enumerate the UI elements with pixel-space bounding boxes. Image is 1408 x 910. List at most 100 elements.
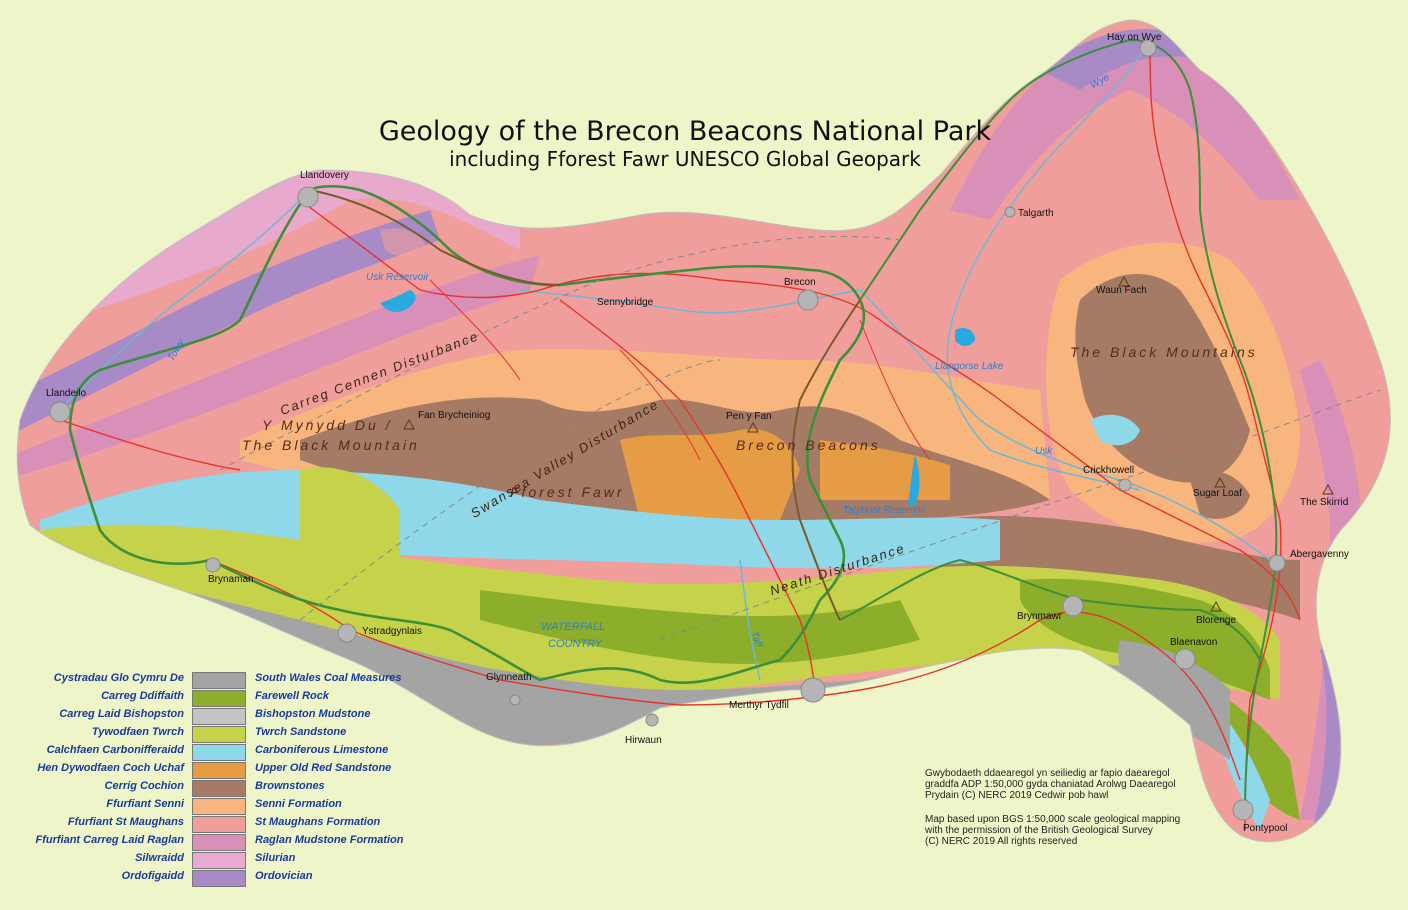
- town-label: Llandovery: [300, 170, 349, 181]
- legend-welsh: Ffurfiant Senni: [106, 798, 184, 810]
- town-label: Brecon: [784, 277, 816, 288]
- legend-english: South Wales Coal Measures: [255, 672, 402, 684]
- town-label: Crickhowell: [1083, 465, 1135, 476]
- legend-welsh: Carreg Laid Bishopston: [59, 708, 184, 720]
- legend-swatch: [192, 708, 246, 725]
- summit-label: Waun Fach: [1096, 285, 1147, 296]
- town-label: Abergavenny: [1290, 549, 1349, 560]
- legend-swatch: [192, 744, 246, 761]
- legend-welsh: Calchfaen Carbonifferaidd: [46, 744, 184, 756]
- water-label: Usk Reservoir: [366, 272, 429, 283]
- legend-english: St Maughans Formation: [255, 816, 381, 828]
- map-subtitle: including Fforest Fawr UNESCO Global Geo…: [449, 147, 921, 171]
- town-label: Hay on Wye: [1107, 32, 1162, 43]
- legend-welsh: Silwraidd: [135, 852, 184, 864]
- town-label: Blaenavon: [1170, 637, 1218, 648]
- town-marker: [645, 713, 659, 727]
- legend-swatch: [192, 798, 246, 815]
- summit-marker: [403, 418, 415, 430]
- town-label: Brynaman: [208, 574, 254, 585]
- town-label: Llandeilo: [46, 388, 87, 399]
- summit-marker: [1118, 275, 1130, 287]
- summit-label: Sugar Loaf: [1193, 488, 1242, 499]
- town-marker: [1268, 554, 1286, 572]
- summit-marker: [747, 421, 759, 433]
- legend-english: Raglan Mudstone Formation: [255, 834, 404, 846]
- town-marker: [205, 557, 221, 573]
- legend-welsh: Tywodfaen Twrch: [91, 726, 184, 738]
- credit-line: Map based upon BGS 1:50,000 scale geolog…: [925, 814, 1181, 825]
- legend-english: Upper Old Red Sandstone: [255, 762, 392, 774]
- town-marker: [297, 186, 319, 208]
- water-label: Usk: [1035, 446, 1053, 457]
- town-label: Hirwaun: [625, 735, 662, 746]
- credit-welsh: Gwybodaeth ddaearegol yn seiliedig ar fa…: [925, 768, 1195, 801]
- legend-english: Farewell Rock: [255, 690, 329, 702]
- legend-welsh: Cerrig Cochion: [104, 780, 184, 792]
- legend-welsh: Ffurfiant Carreg Laid Raglan: [35, 834, 184, 846]
- legend-swatch: [192, 852, 246, 869]
- legend-swatch: [192, 870, 246, 887]
- legend-welsh: Ordofigaidd: [121, 870, 184, 882]
- legend-swatch: [192, 816, 246, 833]
- water-label: Talybont Reservoir: [843, 505, 927, 516]
- town-label: Glynneath: [486, 672, 532, 683]
- legend-welsh: Hen Dywodfaen Coch Uchaf: [37, 762, 184, 774]
- legend-english: Twrch Sandstone: [255, 726, 347, 738]
- town-marker: [1174, 648, 1196, 670]
- legend-swatch: [192, 780, 246, 797]
- legend-swatch: [192, 834, 246, 851]
- legend-english: Ordovician: [255, 870, 313, 882]
- credit-line: with the permission of the British Geolo…: [925, 825, 1153, 836]
- credit-line: (C) NERC 2019 All rights reserved: [925, 836, 1078, 847]
- legend-swatch: [192, 672, 246, 689]
- region-label: The Black Mountains: [1070, 344, 1258, 360]
- town-marker: [800, 677, 826, 703]
- legend-english: Bishopston Mudstone: [255, 708, 371, 720]
- water-label: WATERFALL: [541, 621, 606, 633]
- summit-label: Blorenge: [1196, 615, 1237, 626]
- town-label: Sennybridge: [597, 297, 654, 308]
- legend-english: Brownstones: [255, 780, 325, 792]
- water-label: COUNTRY: [548, 638, 602, 650]
- town-label: Pontypool: [1243, 823, 1288, 834]
- legend-swatch: [192, 726, 246, 743]
- region-label: Fforest Fawr: [510, 484, 625, 500]
- town-marker: [1232, 799, 1254, 821]
- legend-welsh: Carreg Ddiffaith: [101, 690, 184, 702]
- credit-line: Gwybodaeth ddaearegol yn seiliedig ar fa…: [925, 768, 1170, 779]
- credit-line: graddfa ADP 1:50,000 gyda chaniatad Arol…: [925, 779, 1176, 790]
- town-label: Ystradgynlais: [362, 626, 423, 637]
- town-marker: [1139, 39, 1157, 57]
- legend-welsh: Ffurfiant St Maughans: [67, 816, 184, 828]
- summit-label: The Skirrid: [1300, 497, 1349, 508]
- legend-swatch: [192, 690, 246, 707]
- legend-swatch: [192, 762, 246, 779]
- summit-label: Pen y Fan: [726, 411, 772, 422]
- region-label: The Black Mountain: [242, 437, 420, 453]
- town-label: Brynmawr: [1017, 611, 1063, 622]
- credit-english: Map based upon BGS 1:50,000 scale geolog…: [925, 814, 1195, 847]
- town-marker: [1062, 595, 1084, 617]
- town-marker: [1004, 206, 1016, 218]
- summit-marker: [1322, 483, 1334, 495]
- legend-english: Carboniferous Limestone: [255, 744, 389, 756]
- legend-english: Silurian: [255, 852, 296, 864]
- legend-english: Senni Formation: [255, 798, 342, 810]
- town-label: Talgarth: [1018, 208, 1054, 219]
- town-marker: [1118, 478, 1132, 492]
- summit-label: Fan Brycheiniog: [418, 410, 491, 421]
- summit-marker: [1214, 476, 1226, 488]
- legend-welsh: Cystradau Glo Cymru De: [53, 672, 184, 684]
- town-marker: [337, 623, 357, 643]
- town-marker: [797, 289, 819, 311]
- region-label: Y Mynydd Du /: [262, 417, 393, 433]
- water-label: Llangorse Lake: [935, 361, 1004, 372]
- town-label: Merthyr Tydfil: [729, 700, 789, 711]
- region-label: Brecon Beacons: [736, 437, 881, 453]
- map-title: Geology of the Brecon Beacons National P…: [378, 116, 992, 147]
- town-marker: [509, 694, 521, 706]
- credit-line: Prydain (C) NERC 2019 Cedwir pob hawl: [925, 790, 1109, 801]
- summit-marker: [1210, 600, 1222, 612]
